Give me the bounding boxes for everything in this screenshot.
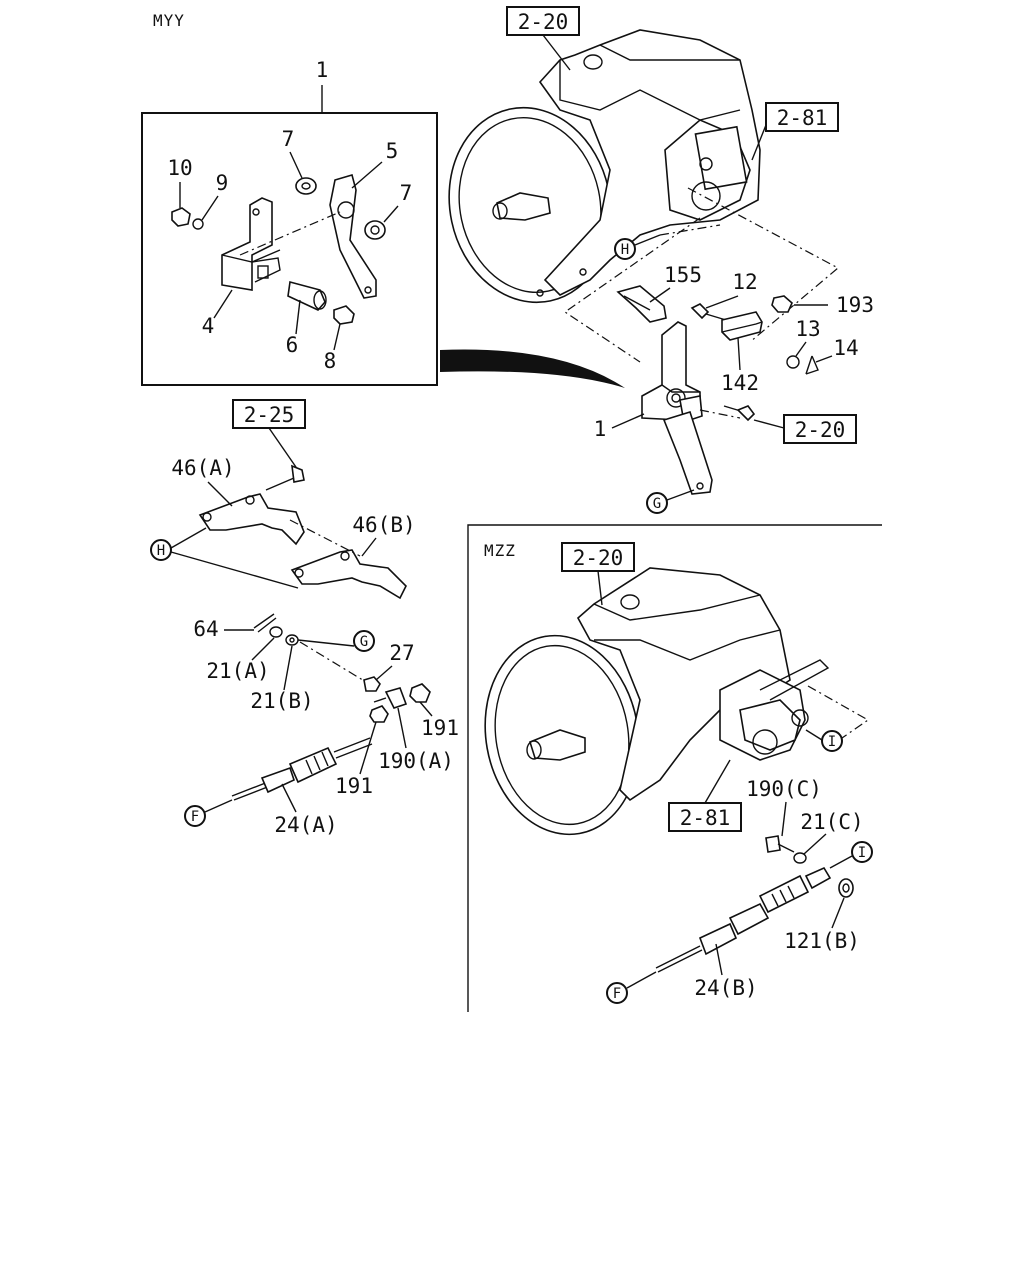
part-142-block xyxy=(721,311,763,341)
callout-g-left: G xyxy=(353,630,375,652)
mzz-section-frame xyxy=(467,524,882,1012)
callout-f-left: F xyxy=(184,805,206,827)
label-155: 155 xyxy=(664,263,702,287)
label-21b: 21(B) xyxy=(250,689,313,713)
part-24b-cable xyxy=(655,866,832,973)
part-64-pin xyxy=(253,613,277,633)
label-193: 193 xyxy=(836,293,874,317)
part-24a-cable xyxy=(231,737,373,801)
part-13-washer xyxy=(786,355,800,369)
callout-h-left: H xyxy=(150,539,172,561)
part-6-pin xyxy=(287,280,327,311)
svg-text:2-81: 2-81 xyxy=(680,806,731,830)
svg-text:G: G xyxy=(360,634,368,650)
label-13: 13 xyxy=(795,317,820,341)
transmission-mzz xyxy=(484,567,830,836)
transmission-top xyxy=(448,29,761,304)
label-9: 9 xyxy=(216,171,229,195)
label-46b: 46(B) xyxy=(352,513,415,537)
part-191-nut-a xyxy=(409,683,431,703)
svg-text:2-20: 2-20 xyxy=(795,418,846,442)
svg-text:H: H xyxy=(621,242,629,258)
part-10-nut xyxy=(171,207,191,227)
svg-text:2-25: 2-25 xyxy=(244,403,295,427)
label-190c: 190(C) xyxy=(746,777,822,801)
label-21a: 21(A) xyxy=(206,659,269,683)
arrow-detail-to-assembly xyxy=(440,349,625,388)
part-27-nut xyxy=(363,676,381,692)
label-142: 142 xyxy=(721,371,759,395)
callout-h-top: H xyxy=(614,238,636,260)
label-190a: 190(A) xyxy=(378,749,454,773)
svg-text:G: G xyxy=(653,496,661,512)
label-46a: 46(A) xyxy=(171,456,234,480)
label-5: 5 xyxy=(386,139,399,163)
label-14: 14 xyxy=(833,336,858,360)
part-191-nut-b xyxy=(369,705,389,723)
label-1-main: 1 xyxy=(594,417,607,441)
part-8-nut xyxy=(333,305,355,325)
part-190a-bolt xyxy=(373,687,408,709)
label-24a: 24(A) xyxy=(274,813,337,837)
part-21b-washer xyxy=(285,634,299,646)
label-64: 64 xyxy=(193,617,218,641)
svg-text:2-20: 2-20 xyxy=(518,10,569,34)
label-7b: 7 xyxy=(400,181,413,205)
part-14-cotter-pin xyxy=(805,355,819,375)
svg-text:H: H xyxy=(157,543,165,559)
part-bolt-2-25 xyxy=(265,464,305,491)
part-21c-washer xyxy=(793,852,807,864)
part-bolt-2-20-mid xyxy=(723,405,756,422)
callout-i-mzz: I xyxy=(821,730,843,752)
svg-text:I: I xyxy=(858,845,866,861)
label-191b: 191 xyxy=(335,774,373,798)
part-1-bracket-assembly xyxy=(641,321,713,495)
label-121b: 121(B) xyxy=(784,929,860,953)
label-8: 8 xyxy=(324,349,337,373)
label-10: 10 xyxy=(167,156,192,180)
part-46b-bracket xyxy=(290,549,407,600)
label-7a: 7 xyxy=(282,127,295,151)
ref-box-2-20-mid[interactable]: 2-20 xyxy=(783,414,857,444)
part-190c-bolt xyxy=(765,835,795,853)
label-6: 6 xyxy=(286,333,299,357)
callout-g-main: G xyxy=(646,492,668,514)
ref-box-2-81-top[interactable]: 2-81 xyxy=(765,102,839,132)
svg-text:I: I xyxy=(828,734,836,750)
part-46a-bracket xyxy=(198,493,305,546)
svg-text:F: F xyxy=(613,986,621,1002)
section-label-myy: MYY xyxy=(153,11,185,30)
ref-box-2-25[interactable]: 2-25 xyxy=(232,399,306,429)
label-12: 12 xyxy=(732,270,757,294)
detail-box-1 xyxy=(141,112,438,386)
part-12-bolt xyxy=(690,303,727,321)
part-193-nut xyxy=(771,295,793,313)
label-21c: 21(C) xyxy=(800,810,863,834)
part-7-bushing-a xyxy=(295,177,317,195)
label-24b: 24(B) xyxy=(694,976,757,1000)
ref-box-2-20-mzz[interactable]: 2-20 xyxy=(561,542,635,572)
svg-text:2-81: 2-81 xyxy=(777,106,828,130)
label-1-box: 1 xyxy=(316,58,329,82)
part-7-bushing-b xyxy=(364,220,386,240)
svg-text:F: F xyxy=(191,809,199,825)
label-27: 27 xyxy=(389,641,414,665)
label-191a: 191 xyxy=(421,716,459,740)
ref-box-2-20-top[interactable]: 2-20 xyxy=(506,6,580,36)
ref-box-2-81-mzz[interactable]: 2-81 xyxy=(668,802,742,832)
part-21a-washer xyxy=(269,626,283,638)
part-5-lever xyxy=(329,174,377,299)
part-9-washer xyxy=(192,218,204,230)
section-label-mzz: MZZ xyxy=(484,541,516,560)
part-4-bracket xyxy=(221,197,281,291)
callout-i-cable: I xyxy=(851,841,873,863)
svg-text:2-20: 2-20 xyxy=(573,546,624,570)
label-4: 4 xyxy=(202,314,215,338)
part-121b-bushing xyxy=(838,878,854,898)
callout-f-mzz: F xyxy=(606,982,628,1004)
part-155-clip xyxy=(616,285,667,323)
